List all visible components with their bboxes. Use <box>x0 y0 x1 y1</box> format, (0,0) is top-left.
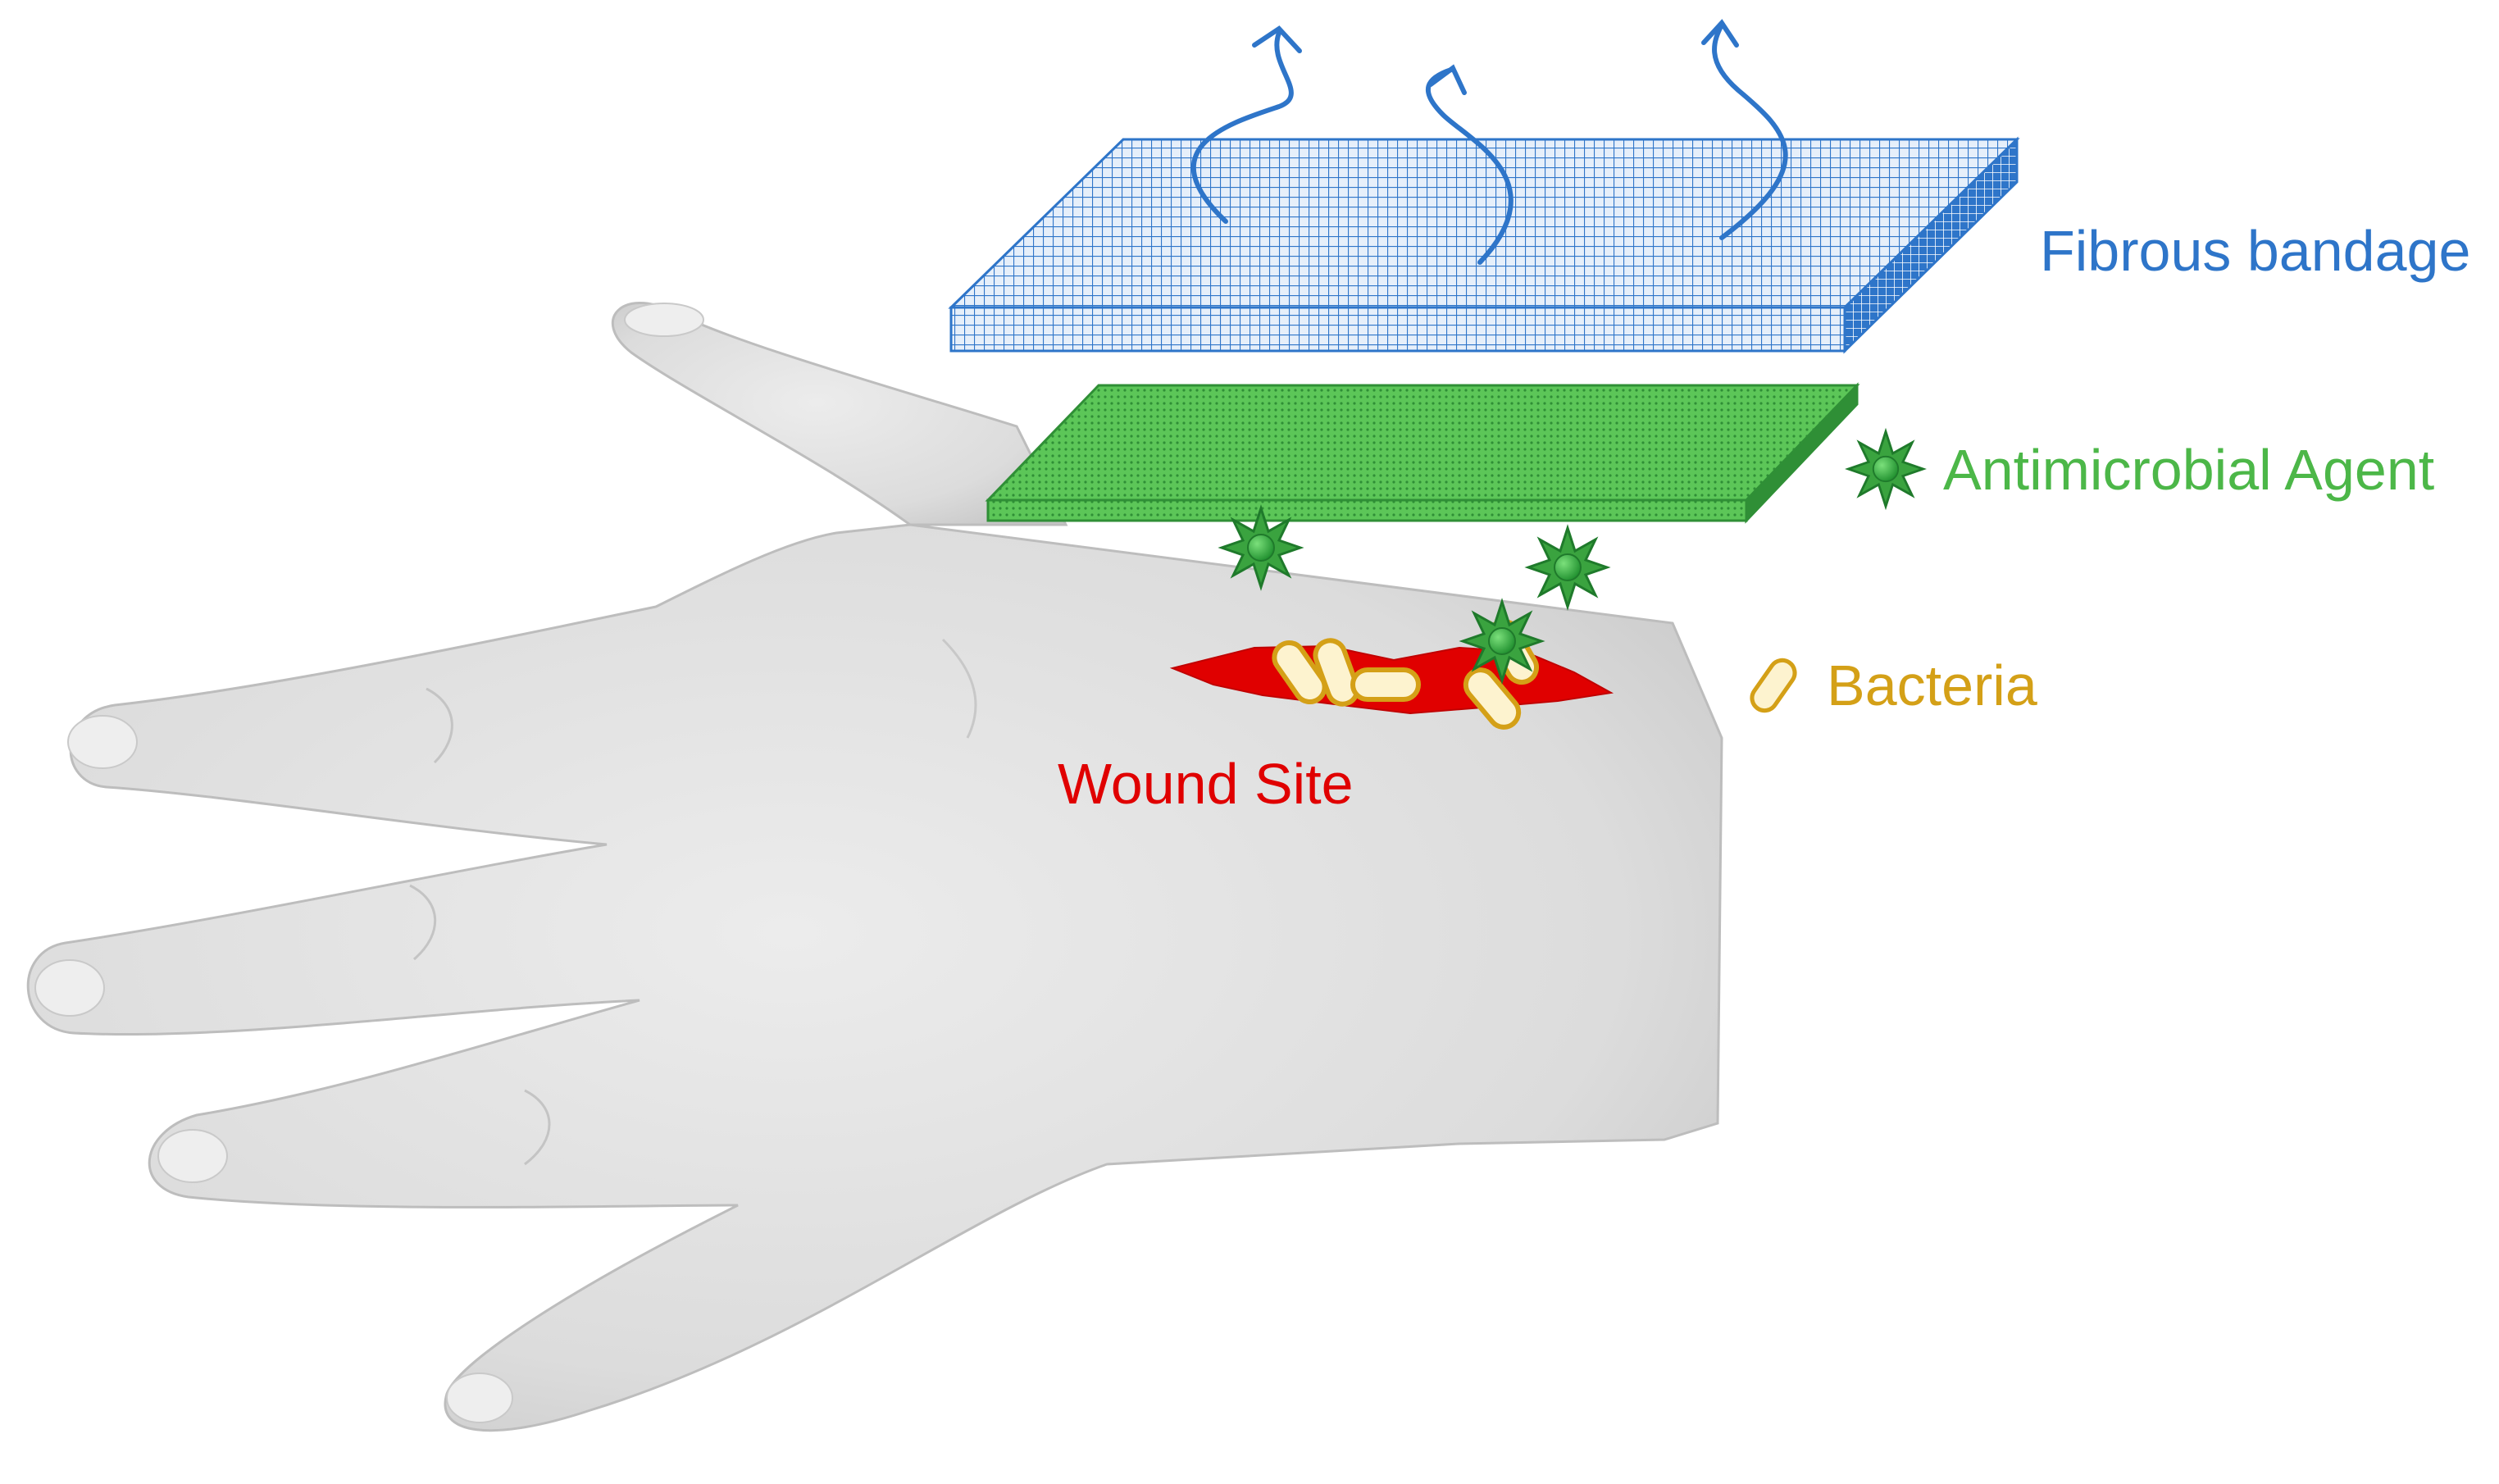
arrow-up-wavy-icon <box>1190 19 1788 265</box>
fibrous-bandage <box>948 136 2020 354</box>
hand-illustration <box>26 302 1723 1432</box>
legend-bacteria-icon <box>1747 655 1800 715</box>
label-antimicrobial-agent: Antimicrobial Agent <box>1943 438 2434 502</box>
antimicrobial-layer <box>985 382 1860 524</box>
label-wound-site: Wound Site <box>1058 752 1354 816</box>
label-bacteria: Bacteria <box>1827 653 2037 717</box>
label-fibrous-bandage: Fibrous bandage <box>2040 219 2470 283</box>
legend-agent-icon <box>1846 430 1925 508</box>
